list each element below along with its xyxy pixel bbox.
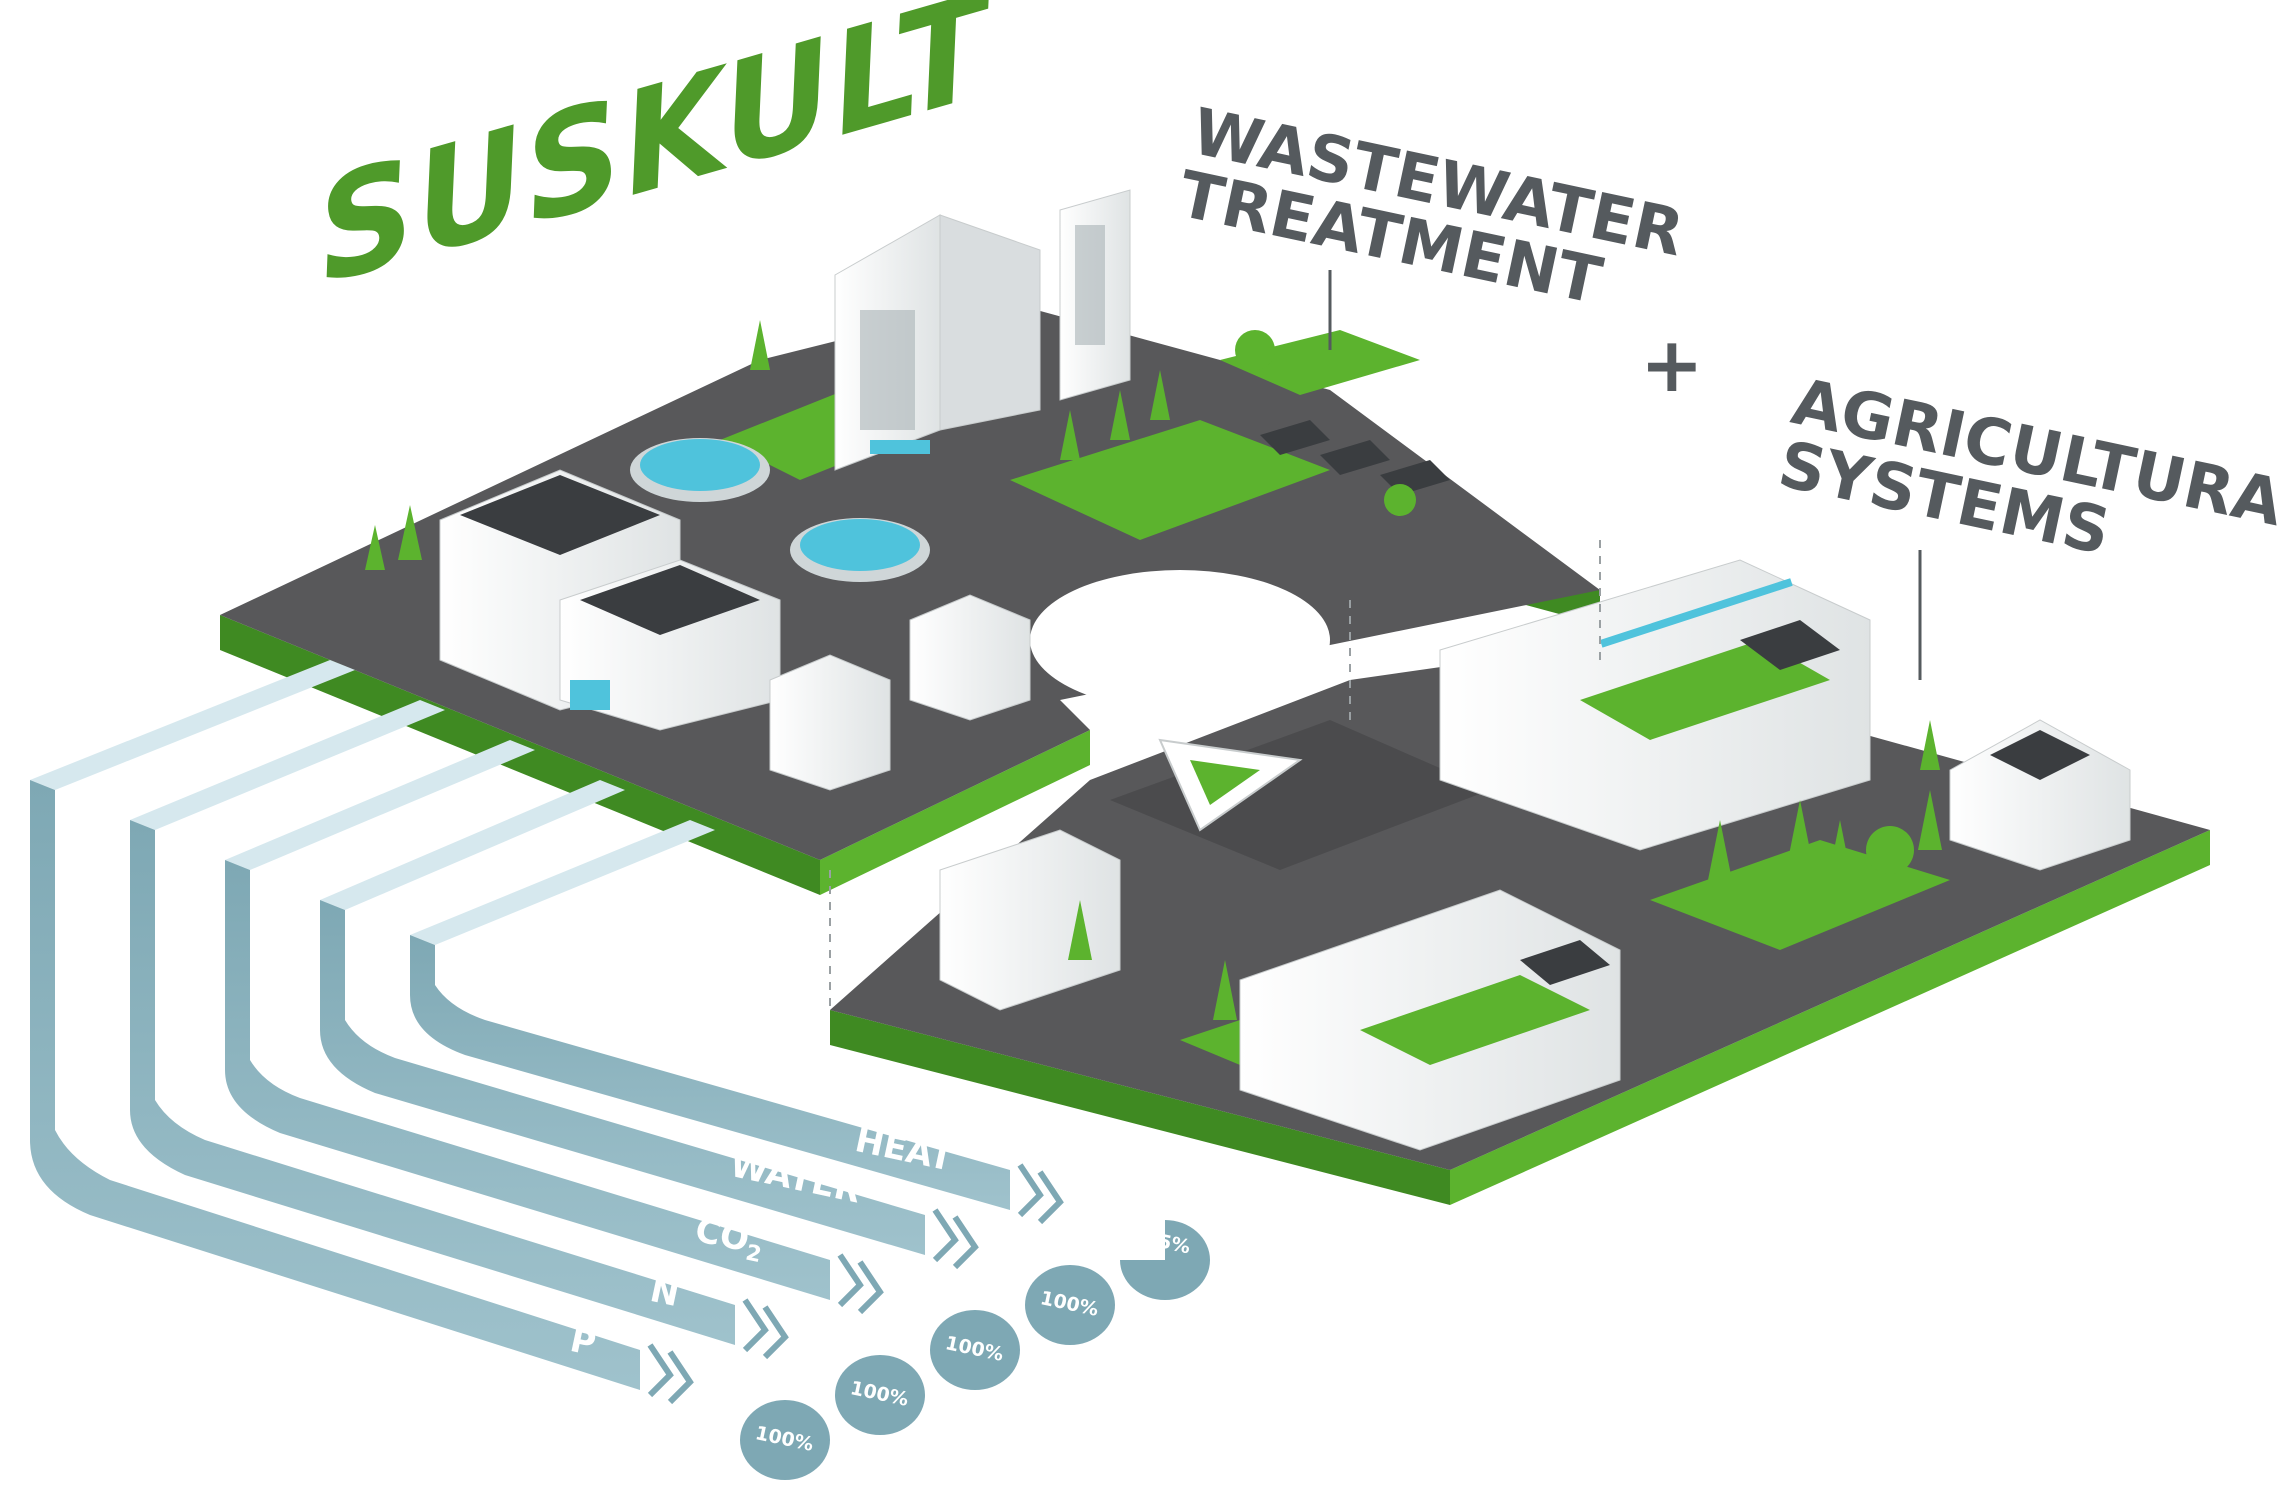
greenhouse-small [1239, 889, 1621, 1151]
trees [365, 320, 1942, 1020]
disc-heat [1120, 1220, 1210, 1300]
percentage-discs [740, 1220, 1210, 1480]
plus-sign: + [1640, 320, 1704, 409]
warehouse [939, 719, 2131, 1011]
disc-co2 [930, 1310, 1020, 1390]
resource-flows [30, 660, 1010, 1390]
storage-silos [769, 594, 1031, 791]
greenhouse-large [1439, 559, 1871, 851]
disc-n [835, 1355, 925, 1435]
disc-p [740, 1400, 830, 1480]
treatment-building [439, 469, 781, 731]
disc-water [1025, 1265, 1115, 1345]
clarifier-tanks [630, 438, 930, 582]
office-building [834, 189, 1131, 471]
platform-connectors [829, 540, 1601, 1010]
flow-chevrons [647, 1163, 1064, 1405]
recycle-triangle [1158, 738, 1303, 832]
